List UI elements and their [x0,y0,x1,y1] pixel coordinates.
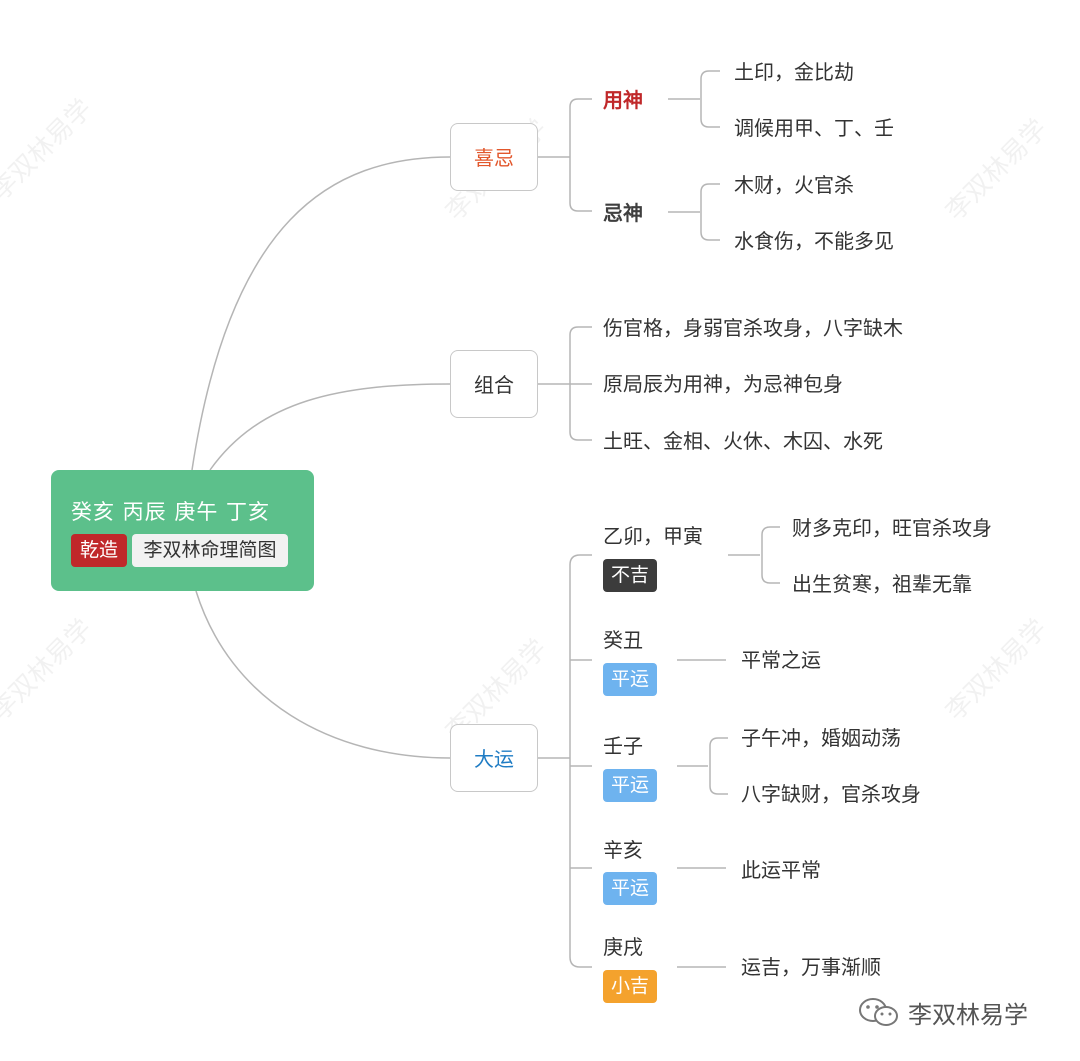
dayun-note: 运吉，万事渐顺 [741,955,881,979]
jishen-item: 水食伤，不能多见 [734,229,894,253]
connector-root-zuhe [209,383,451,471]
yongshen-label[interactable]: 用神 [603,88,643,112]
connector-xiji [538,98,592,212]
dayun-period-name[interactable]: 辛亥 [603,838,643,862]
dayun-note: 此运平常 [741,858,821,882]
zuhe-item: 土旺、金相、火休、木囚、水死 [603,429,883,453]
jishen-item: 木财，火官杀 [734,173,854,197]
dayun-period-name[interactable]: 庚戌 [603,935,643,959]
dayun-period-name[interactable]: 乙卯，甲寅 [603,524,703,548]
connector-dayun [538,554,592,968]
zuhe-item: 伤官格，身弱官杀攻身，八字缺木 [603,316,903,340]
dayun-period-name[interactable]: 壬子 [603,734,643,758]
connector-yongshen [668,70,720,128]
dayun-note: 八字缺财，官杀攻身 [741,782,921,806]
topic-zuhe[interactable]: 组合 [450,350,538,418]
root-node[interactable]: 癸亥 丙辰 庚午 丁亥 乾造 李双林命理简图 [51,470,314,591]
connector-zuhe [538,326,592,441]
gender-tag: 乾造 [71,534,127,567]
rating-badge: 平运 [603,769,657,802]
topic-xiji[interactable]: 喜忌 [450,123,538,191]
yongshen-item: 土印，金比劫 [734,60,854,84]
footer-logo-text: 李双林易学 [908,1001,1028,1029]
wechat-icon [859,998,898,1026]
connector-root-xiji [191,156,451,471]
root-title: 癸亥 丙辰 庚午 丁亥 [71,500,271,524]
jishen-label[interactable]: 忌神 [603,201,643,225]
rating-badge: 不吉 [603,559,657,592]
rating-badge: 小吉 [603,970,657,1003]
dayun-note: 平常之运 [741,648,821,672]
rating-badge: 平运 [603,663,657,696]
dayun-period-name[interactable]: 癸丑 [603,628,643,652]
connector-yimao [728,526,780,584]
zuhe-item: 原局辰为用神，为忌神包身 [603,372,843,396]
chart-title-tag: 李双林命理简图 [132,534,288,567]
dayun-note: 出生贫寒，祖辈无靠 [792,572,972,596]
connector-renzi [677,737,728,795]
rating-badge: 平运 [603,872,657,905]
dayun-note: 子午冲，婚姻动荡 [741,726,901,750]
dayun-note: 财多克印，旺官杀攻身 [792,516,992,540]
connector-root-dayun [195,590,451,759]
yongshen-item: 调候用甲、丁、壬 [734,116,894,140]
topic-dayun[interactable]: 大运 [450,724,538,792]
connector-jishen [668,183,720,241]
